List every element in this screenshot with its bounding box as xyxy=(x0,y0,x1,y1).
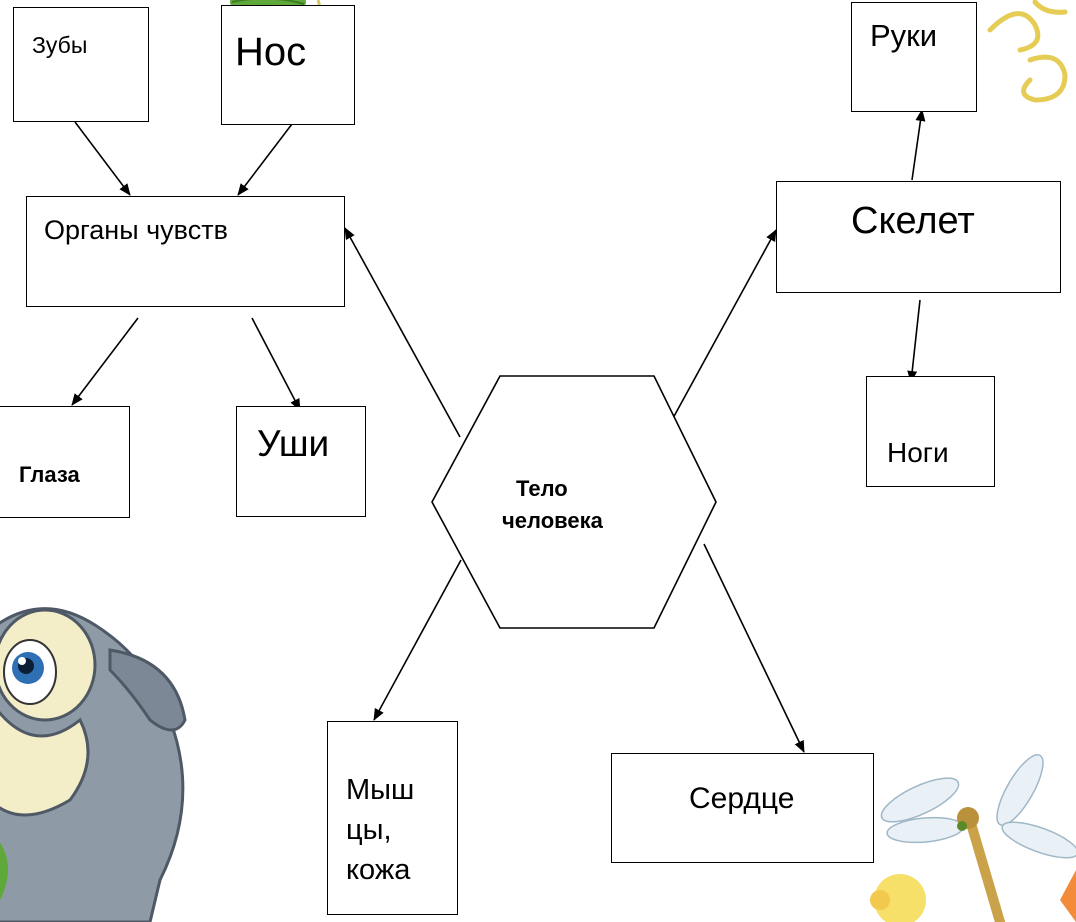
arrow-center-to-skelet xyxy=(671,229,777,421)
node-glaza: Глаза xyxy=(0,406,130,518)
arrow-nos-to-organy xyxy=(237,123,293,196)
arrow-zuby-to-organy xyxy=(74,121,131,196)
node-zuby-label: Зубы xyxy=(32,32,88,58)
node-myshcy-line3: кожа xyxy=(346,854,411,886)
arrow-skelet-to-ruki xyxy=(911,109,926,181)
node-myshcy-kozha: Мыш цы, кожа xyxy=(327,721,458,915)
node-organy-chuvstv-label: Органы чувств xyxy=(44,215,228,245)
center-label-line2: человека xyxy=(502,508,603,533)
arrow-center-to-organy xyxy=(344,227,461,438)
center-hexagon xyxy=(431,375,717,629)
arrow-skelet-to-nogi xyxy=(907,299,921,383)
node-serdce-label: Сердце xyxy=(689,782,795,815)
node-myshcy-line1: Мыш xyxy=(346,774,415,806)
node-nogi-label: Ноги xyxy=(887,437,949,468)
node-organy-chuvstv: Органы чувств xyxy=(26,196,345,307)
node-zuby: Зубы xyxy=(13,7,149,122)
node-myshcy-line2: цы, xyxy=(346,814,392,846)
arrow-organy-to-ushi xyxy=(251,317,301,411)
center-label: Тело человека xyxy=(502,473,603,537)
node-nos-label: Нос xyxy=(235,30,307,74)
node-ushi-label: Уши xyxy=(257,423,330,464)
node-serdce: Сердце xyxy=(611,753,874,863)
center-label-line1: Тело xyxy=(516,476,568,501)
node-nos: Нос xyxy=(221,5,355,125)
dragonfly-illustration xyxy=(870,754,1076,922)
arrow-center-to-serdce xyxy=(703,543,805,753)
node-ruki: Руки xyxy=(851,2,977,112)
node-nogi: Ноги xyxy=(866,376,995,487)
node-skelet-label: Скелет xyxy=(851,200,975,242)
node-ruki-label: Руки xyxy=(870,18,938,53)
vine-decoration xyxy=(987,0,1068,103)
node-ushi: Уши xyxy=(236,406,366,517)
node-glaza-label: Глаза xyxy=(19,462,80,487)
arrow-center-to-myshcy xyxy=(373,559,462,721)
node-skelet: Скелет xyxy=(776,181,1061,293)
node-myshcy-kozha-label: Мыш цы, кожа xyxy=(346,770,414,890)
arrow-organy-to-glaza xyxy=(71,317,139,406)
bunny-illustration xyxy=(0,607,187,922)
